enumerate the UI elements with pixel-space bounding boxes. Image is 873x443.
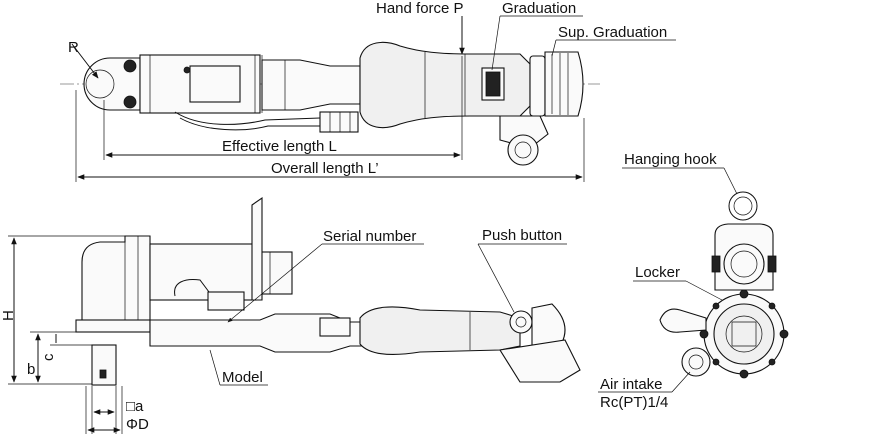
side-inlet-block [499,339,581,383]
radius-leader [71,43,99,79]
head-bolt-lower [123,95,137,109]
hand-force-label: Hand force P [376,0,464,17]
motor-body [261,59,361,111]
square-drive [91,344,117,386]
hanging-hook [728,191,758,221]
c-label: c [40,353,57,361]
end-lever [659,308,707,333]
knob-collar [529,55,546,117]
side-hose [174,279,213,297]
sup-graduation-label: Sup. Graduation [558,24,667,41]
side-tube-nut [319,317,351,337]
b-label: b [27,361,35,378]
side-head-block [81,235,151,321]
reaction-plate [75,319,151,333]
overall-length-label: Overall length L’ [271,160,379,177]
air-hose-top-inner [179,117,320,131]
head-bolt-upper [123,59,137,73]
air-inlet-fitting [507,134,539,166]
push-button-label: Push button [482,227,562,244]
air-intake-leader [671,371,691,393]
end-knob-ring [713,303,775,365]
side-view: Serial number Push button Model H b c □a [0,196,581,434]
locker-dial [723,243,765,285]
radius-label: R [68,39,79,56]
locker-label: Locker [635,264,680,281]
push-button [509,310,533,334]
air-hose-top [174,111,321,125]
model-leader [209,349,221,386]
housing-plate [189,65,241,103]
top-view: R Hand force P Graduation Sup. Graduatio… [60,0,676,182]
model-label: Model [222,369,263,386]
hose-fitting [319,111,359,133]
sup-graduation-leader [551,39,557,57]
side-dial-plate [251,196,263,301]
graduation-label: Graduation [502,0,576,17]
serial-number-leader [227,243,323,323]
locker-leader [685,280,723,301]
end-view: Hanging hook Locker Air intake Rc(PT)1/4 [598,151,789,411]
wrench-head [83,57,141,111]
graduation-leader [491,15,501,71]
air-intake-label: Air intake [600,376,663,393]
hanging-hook-leader [723,167,738,195]
graduation-scale [485,71,501,97]
height-label: H [0,310,17,321]
side-gear-housing [149,243,257,301]
diameter-d-label: ΦD [126,416,149,433]
side-grip [359,306,521,355]
effective-length-label: Effective length L [222,138,337,155]
sup-graduation-knob [544,51,584,117]
air-thread-label: Rc(PT)1/4 [600,394,668,411]
head-socket-circle [85,69,115,99]
housing-screw [183,66,191,74]
square-a-label: □a [126,398,144,415]
push-button-leader [477,243,515,313]
serial-number-label: Serial number [323,228,416,245]
side-hose-fitting [207,291,245,311]
hanging-hook-label: Hanging hook [624,151,717,168]
air-intake-fitting [681,347,711,377]
